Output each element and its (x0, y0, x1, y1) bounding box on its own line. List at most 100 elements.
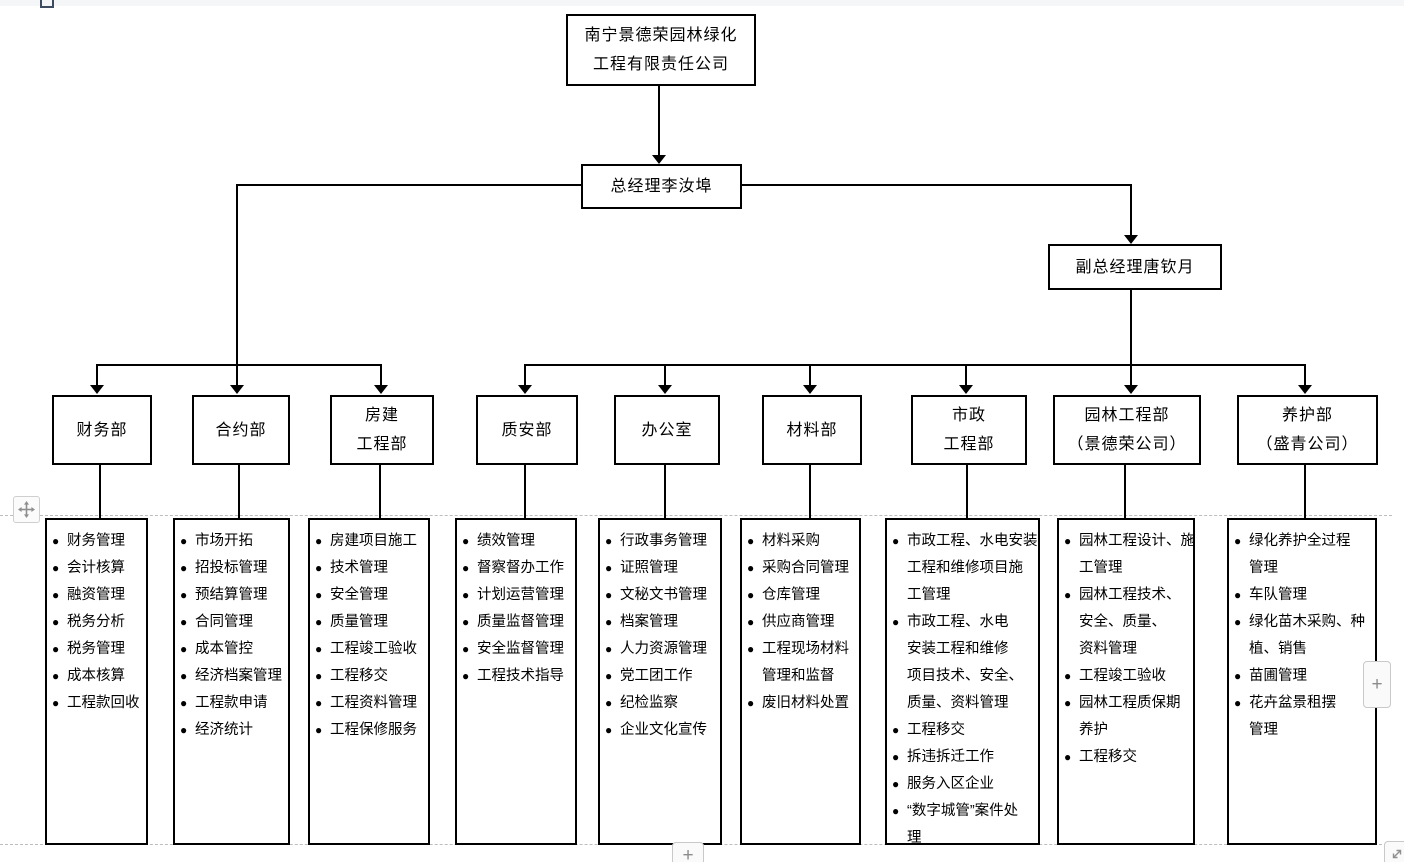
list-item: ●材料采购 (747, 528, 856, 555)
list-item-text: “数字城管”案件处 理 (907, 803, 1019, 845)
duty-list-contract[interactable]: ●市场开拓●招投标管理●预结算管理●合同管理●成本管控●经济档案管理●工程款申请… (173, 518, 290, 845)
list-item: ●工程资料管理 (315, 690, 425, 717)
table-resize-handle[interactable] (1384, 841, 1404, 862)
list-item-text: 园林工程技术、 安全、质量、 资料管理 (1079, 587, 1181, 657)
list-item-text: 安全监督管理 (477, 641, 564, 657)
bullet-icon: ● (315, 561, 323, 575)
bullet-icon: ● (605, 561, 613, 575)
list-item-text: 市政工程、水电安装 工程和维修项目施 工管理 (907, 533, 1038, 603)
duty-list-materials[interactable]: ●材料采购●采购合同管理●仓库管理●供应商管理●工程现场材料 管理和监督●废旧材… (740, 518, 861, 845)
connector-line (236, 364, 238, 386)
list-item: ●工程移交 (315, 663, 425, 690)
duty-list-maintenance[interactable]: ●绿化养护全过程 管理●车队管理●绿化苗木采购、种 植、销售●苗圃管理●花卉盆景… (1227, 518, 1377, 845)
duty-list-quality-safety[interactable]: ●绩效管理●督察督办工作●计划运营管理●质量监督管理●安全监督管理●工程技术指导 (455, 518, 577, 845)
list-item-text: 税务管理 (67, 641, 125, 657)
list-item: ● 市政工程、水电安装 工程和维修项目施 工管理 (892, 528, 1038, 609)
add-column-button[interactable]: + (1363, 661, 1391, 708)
bullet-icon: ● (1234, 696, 1242, 710)
bullet-icon: ● (52, 615, 60, 629)
bullet-icon: ● (747, 561, 755, 575)
bullet-icon: ● (462, 588, 470, 602)
dept-box-municipal-engineering[interactable]: 市政 工程部 (911, 395, 1027, 465)
connector-line (524, 364, 1306, 366)
bullet-icon: ● (315, 615, 323, 629)
connector-line (236, 184, 238, 366)
list-item-text: 园林工程质保期 养护 (1079, 695, 1181, 738)
org-root-box[interactable]: 南宁景德荣园林绿化 工程有限责任公司 (566, 14, 756, 86)
list-item: ●质量监督管理 (462, 609, 572, 636)
general-manager-label: 总经理李汝埠 (610, 178, 713, 195)
list-item: ●苗圃管理 (1234, 663, 1372, 690)
list-item: ●党工团工作 (605, 663, 717, 690)
dept-box-building-engineering[interactable]: 房建 工程部 (330, 395, 434, 465)
dept-title: 房建 工程部 (356, 407, 408, 453)
bullet-icon: ● (52, 696, 60, 710)
list-item: ●合同管理 (180, 609, 285, 636)
general-manager-box[interactable]: 总经理李汝埠 (581, 164, 742, 209)
bullet-icon: ● (605, 642, 613, 656)
dept-box-quality-safety[interactable]: 质安部 (476, 395, 578, 465)
list-item: ●园林工程质保期 养护 (1064, 690, 1190, 744)
list-item-text: 人力资源管理 (620, 641, 707, 657)
deputy-general-manager-box[interactable]: 副总经理唐钦月 (1048, 244, 1222, 290)
connector-line (1124, 460, 1126, 518)
dept-box-finance[interactable]: 财务部 (52, 395, 152, 465)
dept-box-landscape-engineering[interactable]: 园林工程部 （景德荣公司） (1053, 395, 1201, 465)
bullet-icon: ● (315, 642, 323, 656)
connector-line (379, 460, 381, 518)
list-item: ●园林工程设计、施 工管理 (1064, 528, 1193, 582)
list-item: ●预结算管理 (180, 582, 285, 609)
arrow-down-icon (1124, 235, 1138, 244)
bullet-icon: ● (180, 588, 188, 602)
list-item: ●绩效管理 (462, 528, 572, 555)
list-item-text: 招投标管理 (195, 560, 268, 576)
duty-list-office[interactable]: ●行政事务管理●证照管理●文秘文书管理●档案管理●人力资源管理●党工团工作●纪检… (598, 518, 722, 845)
dept-box-contract[interactable]: 合约部 (192, 395, 290, 465)
duty-list-municipal-engineering[interactable]: ●市政工程、水电安装 工程和维修项目施 工管理●市政工程、水电 安装工程和维修 … (885, 518, 1040, 845)
connector-line (380, 364, 382, 386)
deputy-general-manager-label: 副总经理唐钦月 (1075, 258, 1195, 276)
bullet-icon: ● (52, 534, 60, 548)
list-item-text: 供应商管理 (762, 614, 835, 630)
table-gridline-top (0, 515, 1392, 516)
list-item: ●废旧材料处置 (747, 690, 856, 717)
add-row-button[interactable]: + (672, 842, 704, 862)
bullet-icon: ● (180, 669, 188, 683)
dept-box-office[interactable]: 办公室 (614, 395, 720, 465)
bullet-icon: ● (605, 588, 613, 602)
connector-line (809, 364, 811, 386)
bullet-icon: ● (315, 588, 323, 602)
list-item: ●工程现场材料 管理和监督 (747, 636, 856, 690)
duty-list-landscape-engineering[interactable]: ●园林工程设计、施 工管理●园林工程技术、 安全、质量、 资料管理●工程竣工验收… (1057, 518, 1195, 845)
list-item: ●市场开拓 (180, 528, 285, 555)
bullet-icon: ● (892, 534, 900, 548)
list-item-text: 材料采购 (762, 533, 820, 549)
list-item-text: 工程竣工验收 (1079, 668, 1166, 684)
connector-line (1304, 460, 1306, 518)
duty-list-building-engineering[interactable]: ●房建项目施工●技术管理●安全管理●质量管理●工程竣工验收●工程移交●工程资料管… (308, 518, 430, 845)
bullet-icon: ● (180, 696, 188, 710)
list-item-text: 花卉盆景租摆 管理 (1249, 695, 1336, 738)
duty-list-finance[interactable]: ●财务管理●会计核算●融资管理●税务分析●税务管理●成本核算●工程款回收 (45, 518, 148, 845)
connector-line (99, 460, 101, 518)
table-move-handle[interactable] (13, 496, 40, 523)
bullet-icon: ● (1234, 534, 1242, 548)
bullet-icon: ● (605, 534, 613, 548)
bullet-icon: ● (180, 723, 188, 737)
dept-box-materials[interactable]: 材料部 (762, 395, 862, 465)
list-item: ●招投标管理 (180, 555, 285, 582)
toolbar-icon[interactable] (40, 0, 54, 8)
bullet-icon: ● (605, 696, 613, 710)
arrow-down-icon (658, 385, 672, 394)
bullet-icon: ● (1064, 588, 1072, 602)
arrow-down-icon (374, 385, 388, 394)
list-item: ●文秘文书管理 (605, 582, 717, 609)
bullet-icon: ● (892, 750, 900, 764)
list-item-text: 行政事务管理 (620, 533, 707, 549)
dept-box-maintenance[interactable]: 养护部 （盛青公司） (1237, 395, 1378, 465)
connector-line (965, 364, 967, 386)
connector-line (238, 460, 240, 518)
bullet-icon: ● (605, 615, 613, 629)
list-item-text: 绩效管理 (477, 533, 535, 549)
